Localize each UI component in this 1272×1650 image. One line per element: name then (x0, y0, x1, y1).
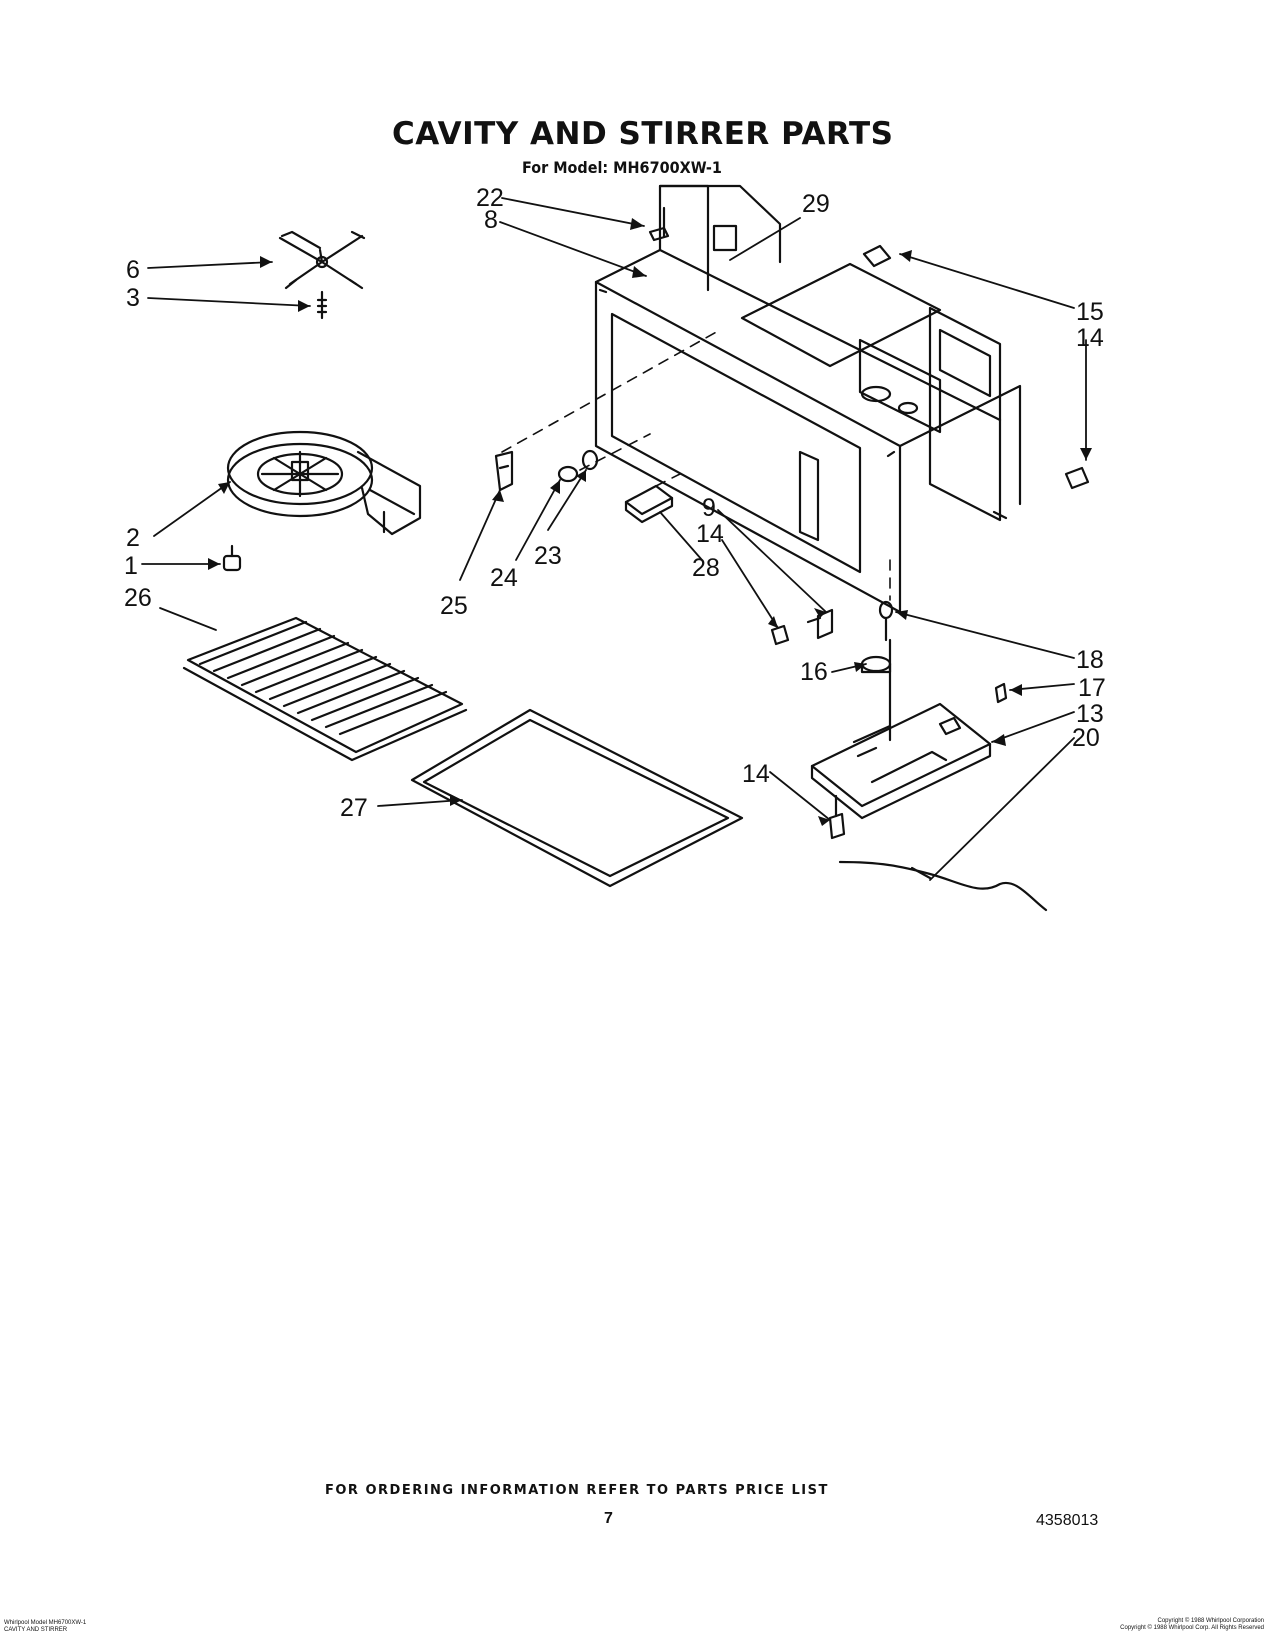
callout-13: 13 (1076, 700, 1104, 728)
callout-8: 8 (484, 206, 498, 234)
callout-labels: 6 3 2 1 26 22 8 29 15 14 25 24 23 28 9 1… (124, 184, 1106, 822)
oven-rack-part (182, 616, 468, 762)
callout-1: 1 (124, 552, 138, 580)
stirrer-screw-part (316, 290, 328, 320)
screw-part-14-mid (770, 624, 790, 646)
glass-tray-part (410, 708, 744, 888)
ordering-info-note: FOR ORDERING INFORMATION REFER TO PARTS … (325, 1483, 829, 1498)
footer-left-line1: Whirlpool Model MH6700XW-1 (4, 1620, 87, 1626)
callout-20: 20 (1072, 724, 1100, 752)
callout-arrowheads (208, 218, 1092, 826)
callout-28: 28 (692, 554, 720, 582)
switch-part-9 (806, 608, 834, 640)
washer-part-23 (581, 449, 599, 471)
callout-15: 15 (1076, 298, 1104, 326)
callout-14-bottom: 14 (742, 760, 770, 788)
callout-3: 3 (126, 284, 140, 312)
callout-25: 25 (440, 592, 468, 620)
callout-14-right: 14 (1076, 324, 1104, 352)
callout-2: 2 (126, 524, 140, 552)
callout-18: 18 (1076, 646, 1104, 674)
footer-right-line1: Copyright © 1988 Whirlpool Corporation (1157, 1618, 1264, 1624)
pad-part-28 (624, 484, 674, 524)
model-subtitle: For Model: MH6700XW-1 (522, 158, 722, 177)
callout-16: 16 (800, 658, 828, 686)
footer-left-text: Whirlpool Model MH6700XW-1 CAVITY AND ST… (4, 1620, 86, 1634)
screw-part-14-right (1064, 466, 1090, 490)
stirrer-blade-part (278, 230, 366, 290)
callout-29: 29 (802, 190, 830, 218)
connector-part-15 (862, 244, 892, 268)
wire-harness-part-20 (838, 860, 1048, 912)
callout-23: 23 (534, 542, 562, 570)
page-number: 7 (604, 1510, 613, 1527)
callout-17: 17 (1078, 674, 1106, 702)
blower-screw-part (222, 544, 242, 572)
assembly-guide-lines (501, 329, 891, 601)
callout-9: 9 (702, 494, 716, 522)
fuse-part-18 (878, 600, 894, 642)
bracket-part-22 (648, 206, 670, 242)
callout-26: 26 (124, 584, 152, 612)
cavity-frame-part (594, 184, 1022, 614)
nut-part-24 (557, 465, 579, 483)
footer-left-line2: CAVITY AND STIRRER (4, 1627, 68, 1633)
callout-27: 27 (340, 794, 368, 822)
latch-part-25 (494, 450, 514, 492)
callout-14-mid: 14 (696, 520, 724, 548)
blower-wheel-part (226, 430, 422, 536)
clip-part-17 (994, 682, 1008, 704)
footer-right-line2: Copyright © 1988 Whirlpool Corp. All Rig… (1120, 1625, 1264, 1631)
page-title: CAVITY AND STIRRER PARTS (392, 116, 894, 152)
callout-22: 22 (476, 184, 504, 212)
screw-part-14-bottom (828, 794, 846, 840)
footer-copyright: Copyright © 1988 Whirlpool Corporation C… (1120, 1618, 1264, 1632)
callout-24: 24 (490, 564, 518, 592)
callout-6: 6 (126, 256, 140, 284)
callout-leader-lines (141, 197, 1087, 881)
bottom-plate-part (810, 638, 992, 820)
document-number: 4358013 (1036, 1512, 1099, 1529)
